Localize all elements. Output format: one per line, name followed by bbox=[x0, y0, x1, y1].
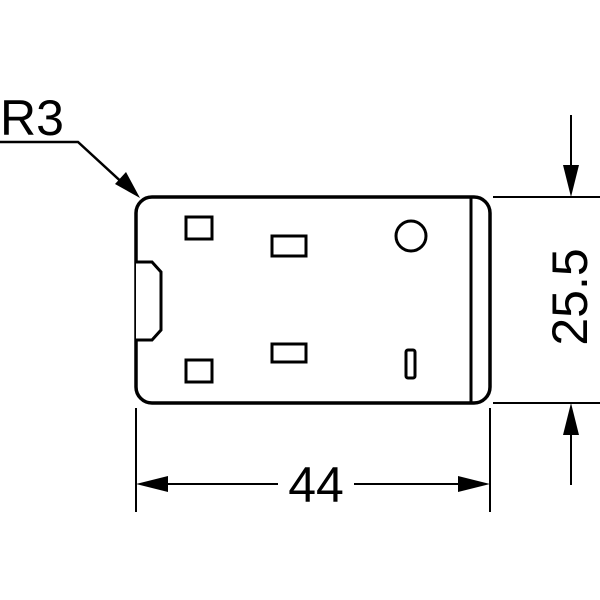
radius-leader-line bbox=[0, 140, 129, 189]
radius-leader-arrowhead bbox=[115, 172, 140, 198]
height-arrowhead-bottom bbox=[563, 403, 579, 435]
height-label: 25.5 bbox=[542, 248, 598, 345]
slot-top-middle bbox=[270, 234, 308, 258]
width-arrowhead-left bbox=[136, 476, 168, 492]
square-hole-bottom-left bbox=[184, 358, 214, 384]
left-notch bbox=[136, 260, 163, 342]
square-hole-top-left bbox=[184, 215, 214, 241]
height-arrowhead-top bbox=[563, 165, 579, 197]
narrow-slot-right bbox=[404, 348, 417, 380]
width-label: 44 bbox=[288, 457, 344, 513]
round-hole bbox=[394, 219, 428, 253]
radius-label: R3 bbox=[0, 90, 64, 146]
width-arrowhead-right bbox=[458, 476, 490, 492]
slot-bottom-middle bbox=[270, 342, 308, 364]
